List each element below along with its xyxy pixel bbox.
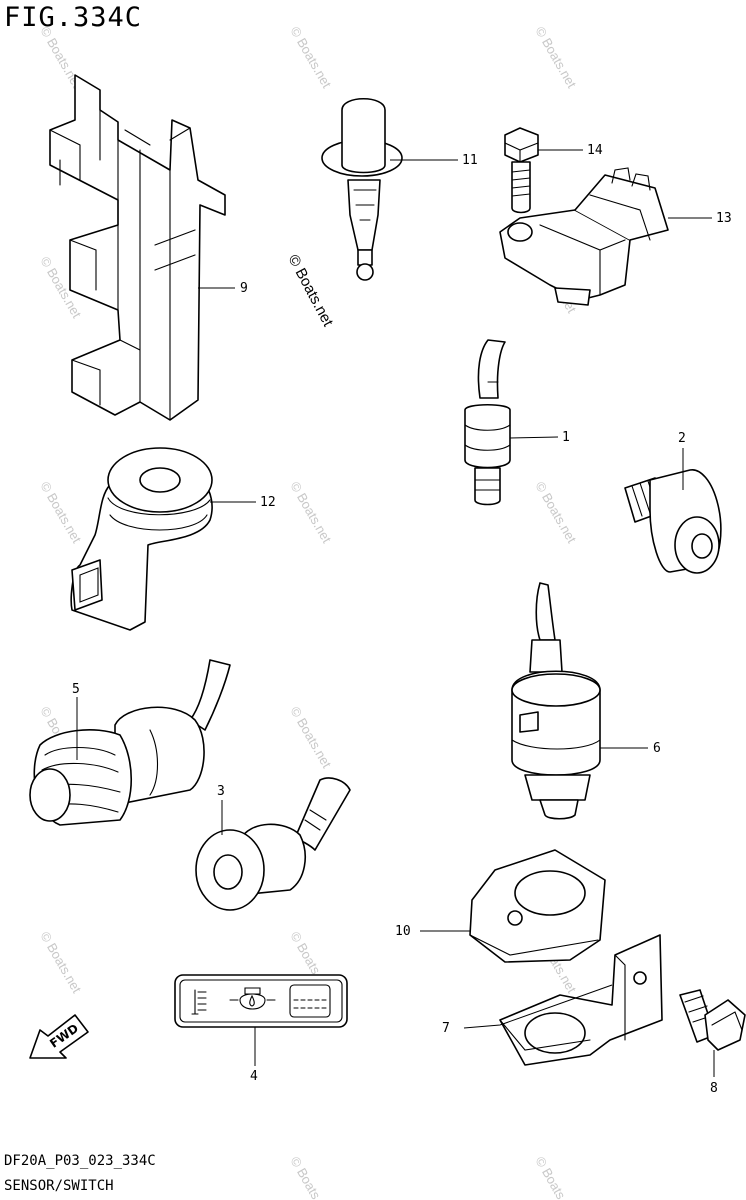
callout-11: 11 — [462, 153, 478, 168]
grommet — [70, 447, 213, 631]
callout-3: 3 — [217, 784, 225, 799]
callout-10: 10 — [395, 924, 411, 939]
callout-8: 8 — [710, 1081, 718, 1096]
watermark-text: © Boats.net — [37, 929, 84, 996]
callout-6: 6 — [653, 741, 661, 756]
map-sensor — [499, 167, 669, 306]
watermark-text: © Boats.net — [287, 1154, 334, 1200]
watermark-text: © Boats.net — [37, 479, 84, 546]
callout-12: 12 — [260, 495, 276, 510]
callout-9: 9 — [240, 281, 248, 296]
temperature-sensor — [321, 98, 403, 281]
callouts: 1 2 3 4 5 6 7 8 9 10 11 12 13 14 — [72, 143, 732, 1096]
callout-2: 2 — [678, 431, 686, 446]
plate — [469, 849, 606, 963]
connector-holder — [49, 74, 226, 421]
fwd-arrow-icon: FWD — [29, 1014, 89, 1059]
watermark-text: © Boats.net — [287, 704, 334, 771]
watermark-text: © Boats.net — [532, 24, 579, 91]
callout-5: 5 — [72, 682, 80, 697]
bracket — [499, 934, 663, 1066]
callout-13: 13 — [716, 211, 732, 226]
callout-14: 14 — [587, 143, 603, 158]
figure-title: FIG.334C — [4, 2, 143, 33]
figure-caption: SENSOR/SWITCH — [4, 1178, 114, 1194]
callout-4: 4 — [250, 1069, 258, 1084]
callout-7: 7 — [442, 1021, 450, 1036]
watermark-text-dark: © Boats.net — [284, 252, 336, 330]
watermark-text: © Boats.net — [287, 479, 334, 546]
watermark-text: © Boats.net — [287, 24, 334, 91]
watermark-text: © Boats.net — [532, 479, 579, 546]
pressure-switch — [511, 582, 601, 820]
watermark-text: © Boats.net — [532, 1154, 579, 1200]
bolt-8 — [679, 989, 746, 1051]
warning-label — [174, 974, 348, 1028]
rubber-boot — [29, 659, 231, 826]
knock-sensor — [624, 469, 722, 574]
callout-1: 1 — [562, 430, 570, 445]
figure-code: DF20A_P03_023_334C — [4, 1153, 156, 1169]
leader-lines — [76, 149, 715, 1077]
sensor-with-wire — [464, 339, 511, 506]
bolt-14 — [504, 127, 539, 214]
plug-with-hose — [195, 777, 351, 911]
